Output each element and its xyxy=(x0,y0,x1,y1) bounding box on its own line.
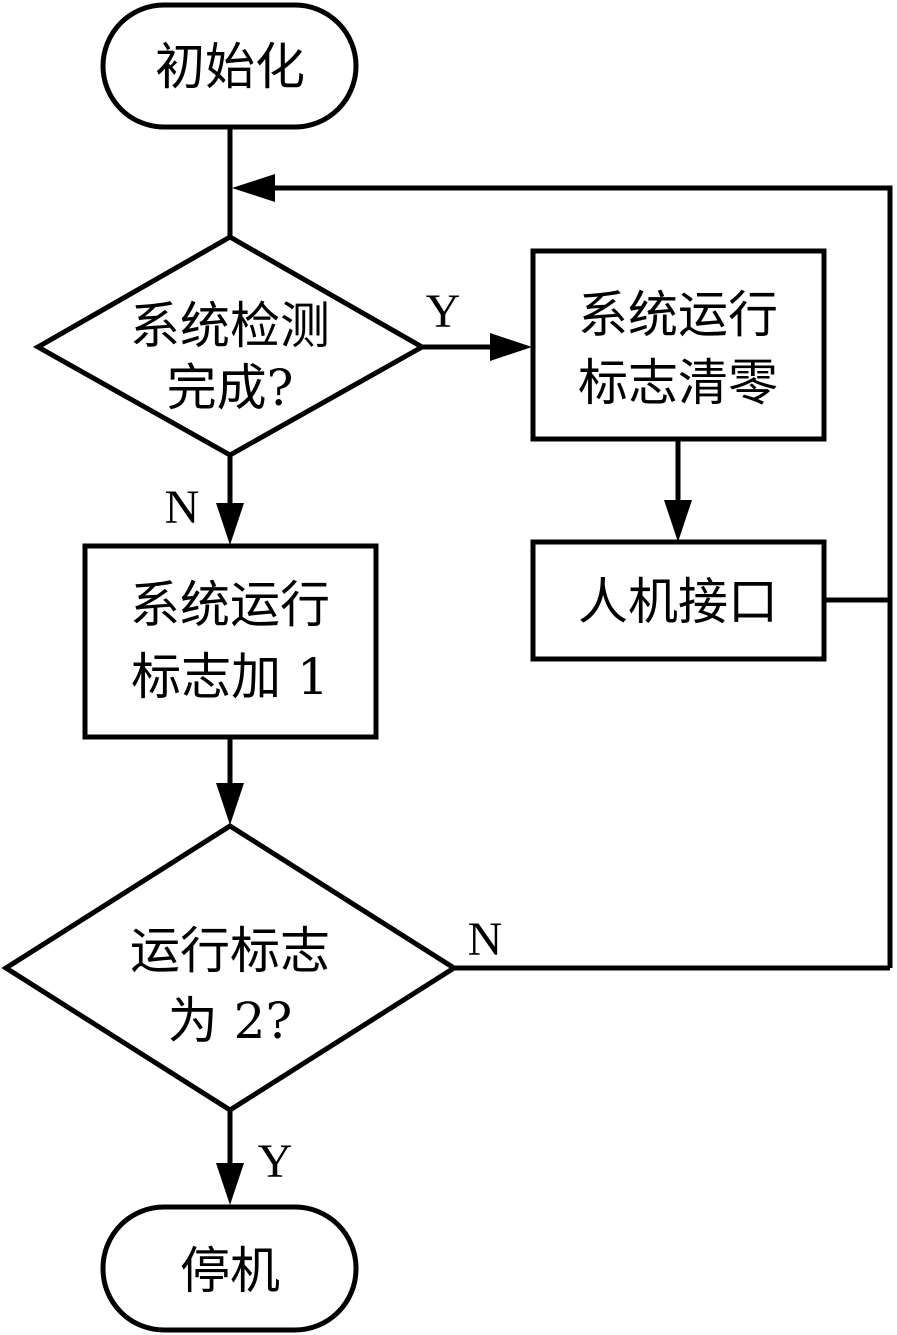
decision-2-diamond xyxy=(1,823,459,1113)
start-terminator: 初始化 xyxy=(100,2,359,130)
stop-terminator-shape xyxy=(100,1204,359,1333)
arrowheads xyxy=(216,174,692,1205)
decision-2-line-1: 运行标志 xyxy=(130,922,330,980)
process-hmi: 人机接口 xyxy=(530,539,827,662)
decision-flag-equals-two: 运行标志 为 2? xyxy=(1,823,459,1113)
decision-2-line-2: 为 2? xyxy=(168,992,293,1050)
process-increment-flag: 系统运行 标志加 1 xyxy=(82,543,379,740)
stop-terminator: 停机 xyxy=(100,1204,359,1333)
edge-label-d1-yes: Y xyxy=(426,285,461,338)
edge-label-d2-no: N xyxy=(468,913,503,966)
stop-label: 停机 xyxy=(180,1242,280,1300)
arrowhead-to-d2 xyxy=(216,783,244,825)
start-terminator-shape xyxy=(100,2,359,130)
edge-label-d2-yes: Y xyxy=(258,1135,293,1188)
increment-line-1: 系统运行 xyxy=(130,576,330,634)
connector-loop-back xyxy=(270,185,893,968)
arrowhead-loop-entry xyxy=(232,174,275,202)
start-label: 初始化 xyxy=(155,38,305,96)
reset-line-1: 系统运行 xyxy=(578,286,778,344)
hmi-box xyxy=(530,539,827,662)
edge-label-d1-no: N xyxy=(165,481,200,534)
edge-labels: Y N N Y xyxy=(165,285,503,1188)
process-reset-flag: 系统运行 标志清零 xyxy=(530,248,827,442)
decision-detection-complete: 系统检测 完成? xyxy=(32,234,428,458)
arrowhead-to-reset xyxy=(490,333,532,361)
decision-1-line-2: 完成? xyxy=(167,359,294,417)
reset-line-2: 标志清零 xyxy=(578,354,778,412)
increment-box xyxy=(82,543,379,740)
increment-line-2: 标志加 1 xyxy=(131,648,329,706)
decision-1-line-1: 系统检测 xyxy=(130,297,330,355)
connectors xyxy=(227,128,893,1175)
arrowhead-to-increment xyxy=(216,503,244,545)
reset-box xyxy=(530,248,827,442)
arrowhead-to-hmi xyxy=(664,500,692,542)
hmi-label: 人机接口 xyxy=(578,573,778,631)
decision-1-diamond xyxy=(32,234,428,458)
arrowhead-to-stop xyxy=(216,1163,244,1205)
